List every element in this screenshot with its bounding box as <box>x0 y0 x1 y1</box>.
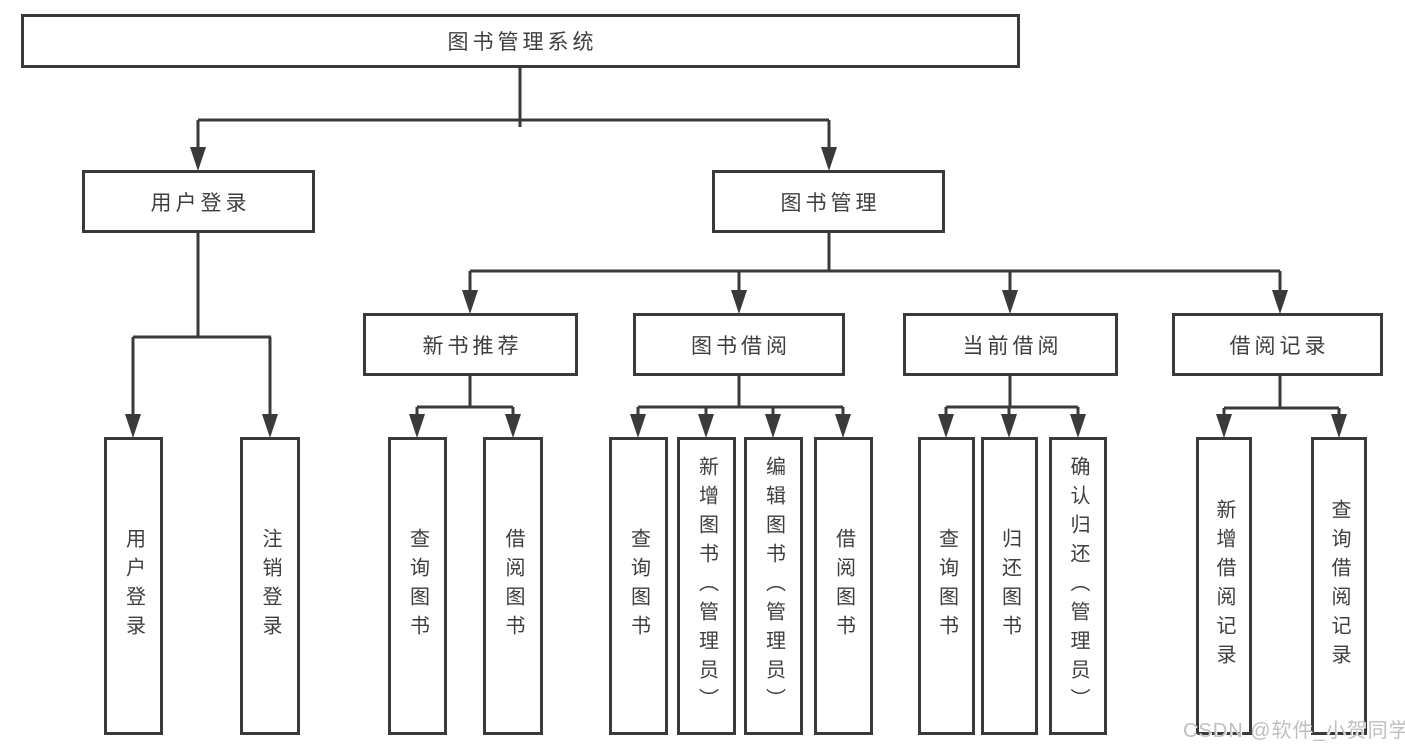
node-borrow-records-label: 借阅记录 <box>1229 334 1330 358</box>
leaf-records-query-label: 查询借阅记录 <box>1328 499 1350 673</box>
leaf-current-return-label: 归还图书 <box>998 528 1021 644</box>
node-root-label: 图书管理系统 <box>447 31 598 54</box>
leaf-newbook-query: 查询图书 <box>388 437 447 735</box>
leaf-logout-label: 注销登录 <box>259 528 281 644</box>
node-root: 图书管理系统 <box>21 14 1020 68</box>
node-current-borrow-label: 当前借阅 <box>962 334 1063 358</box>
leaf-records-query: 查询借阅记录 <box>1311 437 1367 735</box>
leaf-newbook-query-label: 查询图书 <box>406 528 429 644</box>
node-current-borrow: 当前借阅 <box>903 313 1118 376</box>
leaf-borrow-borrow-label: 借阅图书 <box>832 528 855 644</box>
node-new-book-recommend-label: 新书推荐 <box>422 334 523 358</box>
node-book-management-label: 图书管理 <box>780 191 881 215</box>
leaf-borrow-query-label: 查询图书 <box>627 528 650 644</box>
leaf-borrow-query: 查询图书 <box>609 437 668 735</box>
node-user-login-label: 用户登录 <box>150 191 251 215</box>
node-new-book-recommend: 新书推荐 <box>363 313 578 376</box>
leaf-records-add: 新增借阅记录 <box>1196 437 1252 735</box>
leaf-current-return: 归还图书 <box>981 437 1038 735</box>
leaf-current-confirm: 确认归还（管理员） <box>1049 437 1107 735</box>
leaf-user-login-label: 用户登录 <box>122 528 145 644</box>
csdn-watermark: CSDN @软件_小贺同学 <box>1183 720 1405 742</box>
leaf-borrow-add: 新增图书（管理员） <box>677 437 736 735</box>
node-book-management: 图书管理 <box>712 170 945 233</box>
node-book-borrow: 图书借阅 <box>633 313 845 376</box>
leaf-borrow-add-label: 新增图书（管理员） <box>695 455 718 717</box>
node-book-borrow-label: 图书借阅 <box>691 334 791 358</box>
leaf-current-query: 查询图书 <box>918 437 975 735</box>
leaf-borrow-edit-label: 编辑图书（管理员） <box>762 455 785 717</box>
leaf-records-add-label: 新增借阅记录 <box>1213 499 1235 673</box>
leaf-current-query-label: 查询图书 <box>935 528 958 644</box>
leaf-newbook-borrow-label: 借阅图书 <box>502 528 524 644</box>
leaf-borrow-borrow: 借阅图书 <box>814 437 873 735</box>
leaf-borrow-edit: 编辑图书（管理员） <box>744 437 803 735</box>
leaf-logout: 注销登录 <box>240 437 300 735</box>
node-borrow-records: 借阅记录 <box>1172 313 1383 376</box>
leaf-user-login: 用户登录 <box>104 437 163 735</box>
node-user-login: 用户登录 <box>82 170 315 233</box>
leaf-current-confirm-label: 确认归还（管理员） <box>1067 455 1089 717</box>
leaf-newbook-borrow: 借阅图书 <box>483 437 543 735</box>
